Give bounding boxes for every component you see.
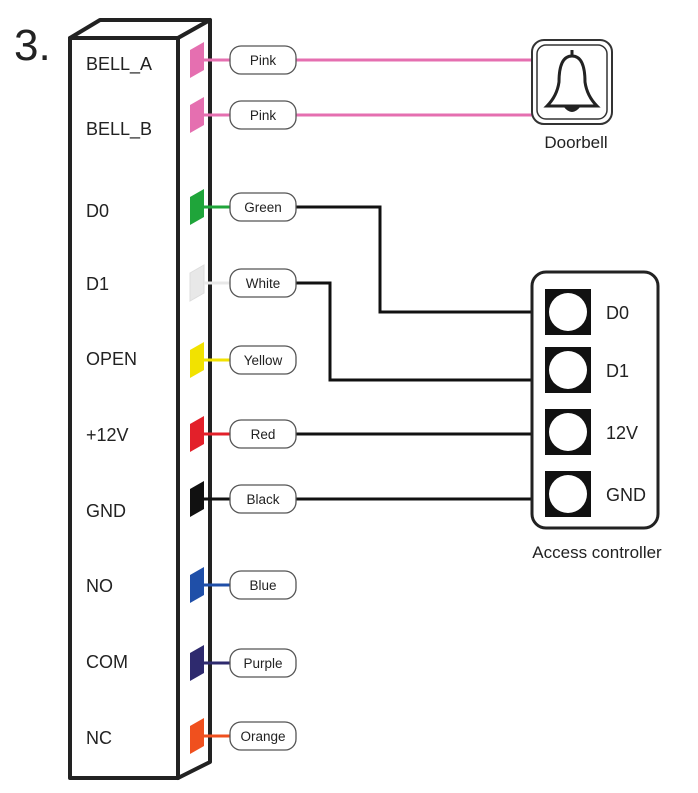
wires — [296, 58, 532, 501]
wire-color-label: Purple — [243, 656, 282, 671]
wire-color-label: Pink — [250, 53, 277, 68]
pin-label: BELL_B — [86, 119, 152, 140]
terminal-label: D0 — [606, 303, 629, 323]
pin-d1: D1 White — [86, 264, 297, 302]
pin-label: D1 — [86, 274, 109, 294]
pin-label: OPEN — [86, 349, 137, 369]
doorbell: Doorbell — [531, 39, 613, 152]
wire-color-pill — [229, 648, 297, 678]
step-number: 3. — [14, 21, 51, 70]
wire-color-label: White — [246, 276, 281, 291]
wire-color-label: Black — [246, 492, 279, 507]
pin-open: OPEN Yellow — [86, 342, 297, 378]
wire-color-pill — [229, 419, 297, 449]
pin-label: GND — [86, 501, 126, 521]
pin-connector — [190, 416, 204, 452]
wire-color-label: Red — [251, 427, 276, 442]
wire-color-pill — [229, 484, 297, 514]
wire-color-pill — [229, 192, 297, 222]
wire-color-label: Orange — [240, 729, 285, 744]
pin-bell_b: BELL_B Pink — [86, 97, 297, 140]
pin-bell_a: BELL_A Pink — [86, 42, 297, 78]
wire-color-pill — [229, 345, 297, 375]
wire-color-label: Blue — [249, 578, 276, 593]
terminal-label: GND — [606, 485, 646, 505]
pin-label: +12V — [86, 425, 129, 445]
wire-color-label: Yellow — [244, 353, 283, 368]
pin-connector — [190, 481, 204, 517]
wire-d1 — [296, 281, 532, 382]
bell-icon — [543, 50, 601, 112]
pin-label: NO — [86, 576, 113, 596]
pin-connector — [190, 718, 204, 754]
wire-color-pill — [229, 721, 297, 751]
pin-label: D0 — [86, 201, 109, 221]
wire-color-label: Pink — [250, 108, 277, 123]
wire-color-pill — [229, 268, 297, 298]
wire-color-pill — [229, 570, 297, 600]
pin-label: BELL_A — [86, 54, 152, 75]
pin-no: NO Blue — [86, 567, 297, 603]
wire-color-pill — [229, 100, 297, 130]
pin-label: COM — [86, 652, 128, 672]
pin-connector — [189, 264, 205, 302]
wire-d0 — [296, 205, 532, 314]
access-controller-label: Access controller — [532, 543, 662, 562]
pin-12v: +12V Red — [86, 416, 297, 452]
pin-label: NC — [86, 728, 112, 748]
doorbell-label: Doorbell — [544, 133, 607, 152]
pin-connector — [190, 42, 204, 78]
pin-connector — [190, 567, 204, 603]
terminal-label: 12V — [606, 423, 638, 443]
pin-com: COM Purple — [86, 645, 297, 681]
pin-connector — [190, 342, 204, 378]
pin-connector — [190, 645, 204, 681]
pin-d0: D0 Green — [86, 189, 297, 225]
terminal-d0: D0 — [545, 289, 629, 335]
terminal-gnd: GND — [545, 471, 646, 517]
terminal-12v: 12V — [545, 409, 638, 455]
wire-color-pill — [229, 45, 297, 75]
pin-nc: NC Orange — [86, 718, 297, 754]
pin-connector — [190, 189, 204, 225]
terminal-d1: D1 — [545, 347, 629, 393]
terminal-label: D1 — [606, 361, 629, 381]
pin-connector — [190, 97, 204, 133]
wire-color-label: Green — [244, 200, 282, 215]
pin-gnd: GND Black — [86, 481, 297, 521]
